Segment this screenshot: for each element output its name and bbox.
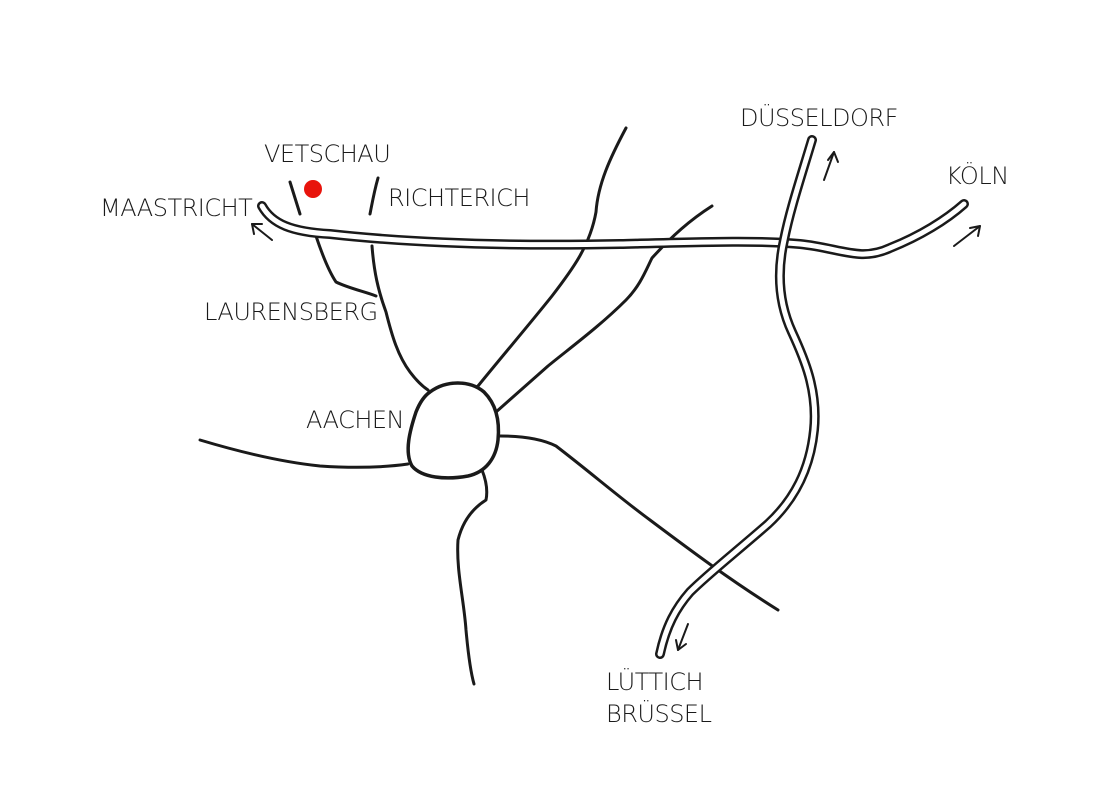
arrow-luettich-icon <box>675 623 689 651</box>
label-bruessel: BRÜSSEL <box>606 698 712 728</box>
road-vetschau <box>288 180 302 216</box>
location-marker-icon <box>304 180 322 198</box>
road-laurensberg <box>314 234 378 298</box>
label-koeln: KÖLN <box>946 160 1009 190</box>
label-aachen: AACHEN <box>306 406 404 434</box>
arrow-koeln-icon <box>953 225 981 247</box>
label-vetschau: VETSCHAU <box>264 140 390 168</box>
road-north-long <box>476 126 628 388</box>
road-richterich <box>368 176 380 216</box>
label-duesseldorf: DÜSSELDORF <box>740 102 898 132</box>
motorways <box>257 135 969 659</box>
label-richterich: RICHTERICH <box>388 184 530 212</box>
road-southeast <box>498 434 780 612</box>
road-west <box>198 438 410 469</box>
road-south <box>456 468 489 686</box>
direction-arrows <box>251 151 981 651</box>
road-northeast <box>494 204 714 414</box>
arrow-duesseldorf-icon <box>823 151 839 181</box>
label-luettich: LÜTTICH <box>606 666 703 696</box>
place-labels: VETSCHAU MAASTRICHT RICHTERICH LAURENSBE… <box>100 102 1009 728</box>
road-richterich-aachen <box>370 244 430 392</box>
arrow-maastricht-icon <box>251 223 273 241</box>
label-maastricht: MAASTRICHT <box>100 194 253 222</box>
aachen-city-area <box>406 381 501 480</box>
label-laurensberg: LAURENSBERG <box>204 298 378 326</box>
